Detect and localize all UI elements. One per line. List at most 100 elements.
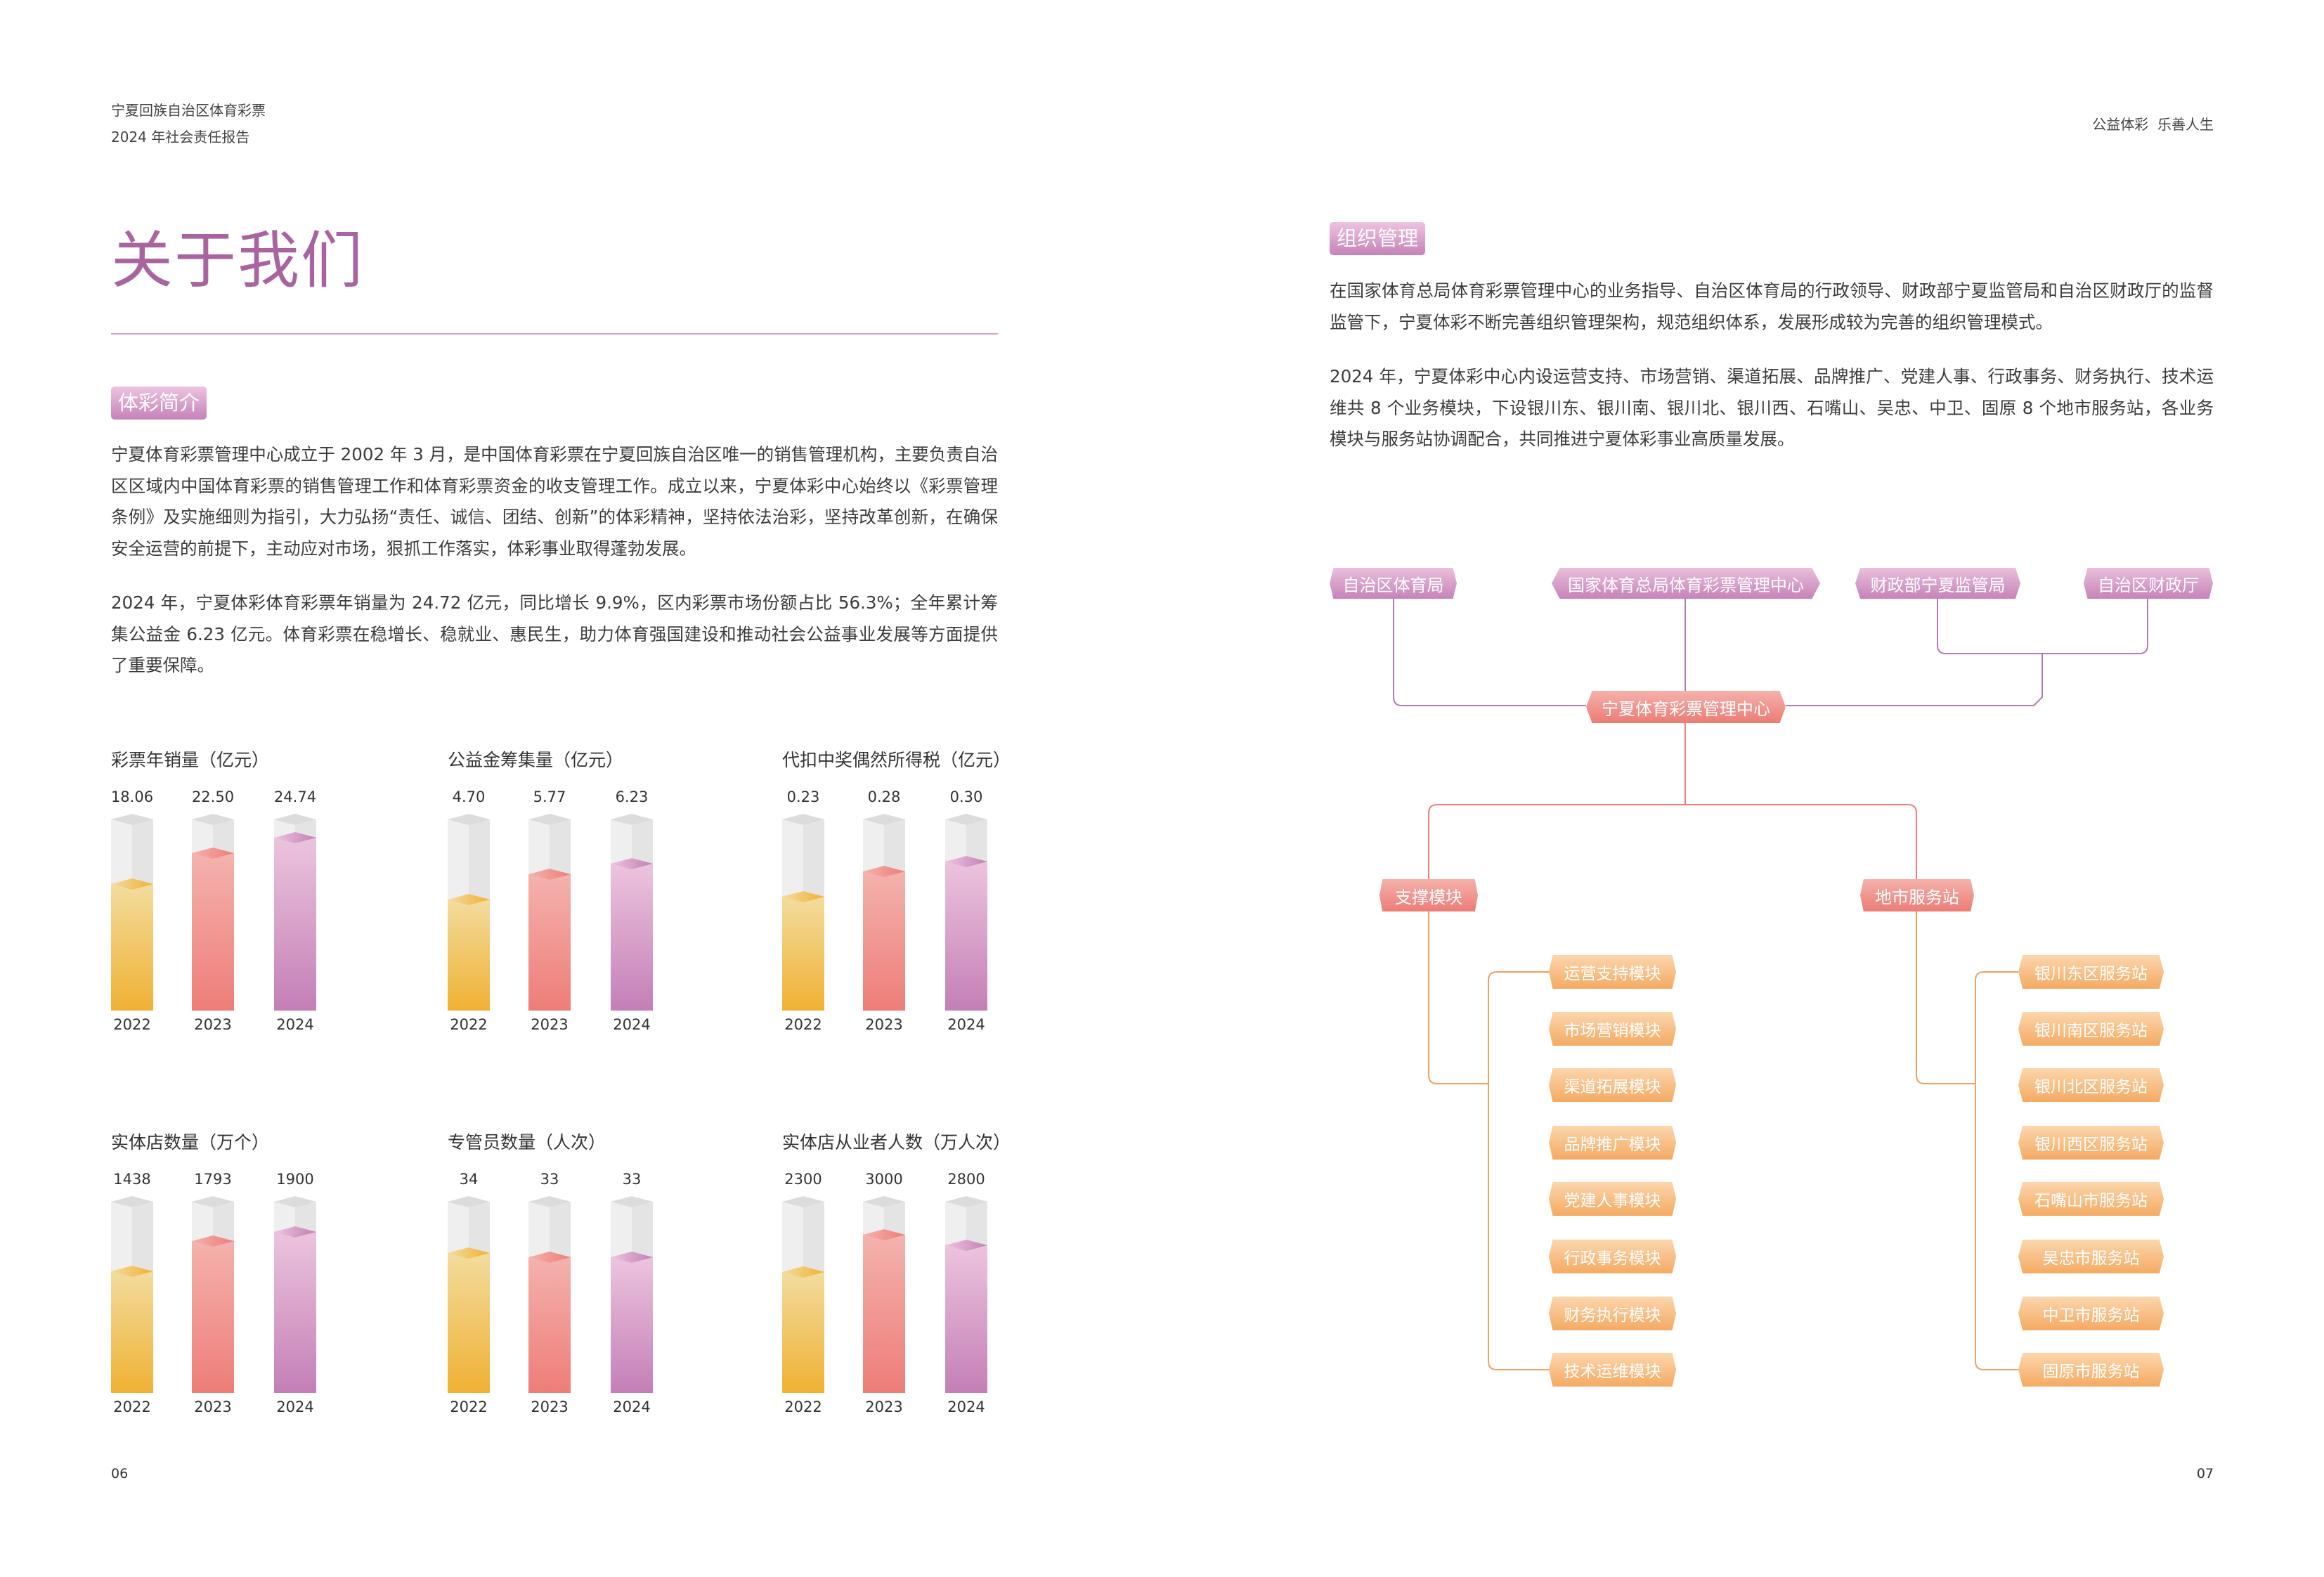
page-title: 关于我们 <box>111 224 365 297</box>
module-node: 品牌推广模块 <box>1549 1126 1676 1160</box>
bar-value-label: 3000 <box>865 1171 903 1188</box>
bar-fill <box>192 853 234 1011</box>
slogan: 公益体彩 乐善人生 <box>2092 116 2214 133</box>
bar-fill <box>274 838 316 1011</box>
connector-modules <box>1488 971 1549 1370</box>
bar-value-label: 18.06 <box>110 788 154 805</box>
station-node: 吴忠市服务站 <box>2018 1240 2164 1273</box>
connector-sports-bureau <box>1393 597 1586 706</box>
bar-value-label: 34 <box>459 1171 479 1188</box>
bar-2023 <box>863 814 905 1011</box>
bar-category-label: 2022 <box>450 1016 488 1033</box>
bar-fill <box>448 1253 490 1393</box>
bar-value-label: 1793 <box>194 1171 232 1188</box>
bar-fill-cap <box>945 1240 987 1251</box>
bar-value-label: 2300 <box>784 1171 822 1188</box>
module-node: 财务执行模块 <box>1549 1297 1676 1330</box>
bar-2023 <box>863 1196 905 1393</box>
supervisor-node: 自治区体育局 <box>1330 568 1457 599</box>
station-node: 银川西区服务站 <box>2018 1126 2164 1160</box>
bar-fill-cap <box>611 858 653 869</box>
bar-category-label: 2024 <box>276 1016 314 1033</box>
bar-2023 <box>192 1196 234 1393</box>
chart-title: 实体店数量（万个） <box>111 1132 270 1153</box>
station-node: 石嘴山市服务站 <box>2018 1182 2164 1216</box>
bar-2024 <box>611 1196 653 1393</box>
module-node: 技术运维模块 <box>1549 1353 1676 1387</box>
bar-fill-cap <box>274 832 316 843</box>
bar-value-label: 0.23 <box>786 788 820 805</box>
bar-fill <box>111 884 153 1011</box>
branch-node-stations: 地市服务站 <box>1860 879 1974 911</box>
module-node: 运营支持模块 <box>1549 955 1676 989</box>
bar-fill <box>782 1272 824 1393</box>
bar-2022 <box>782 814 824 1011</box>
bar-category-label: 2022 <box>450 1398 488 1415</box>
intro-paragraph-2: 2024 年，宁夏体彩体育彩票年销量为 24.72 亿元，同比增长 9.9%，区… <box>111 592 998 675</box>
bar-fill-cap <box>192 848 234 859</box>
bar-fill-cap <box>111 1266 153 1277</box>
bar-2022 <box>448 1196 490 1393</box>
station-node: 银川南区服务站 <box>2018 1012 2164 1046</box>
bar-fill-cap <box>274 1226 316 1238</box>
bar-fill-cap <box>192 1235 234 1247</box>
bar-2024 <box>945 814 987 1011</box>
bar-fill <box>448 900 490 1011</box>
bar-fill <box>863 1235 905 1393</box>
bar-fill <box>945 862 987 1011</box>
bar-2024 <box>274 1196 316 1393</box>
bar-2022 <box>111 814 153 1011</box>
chart-title: 彩票年销量（亿元） <box>111 750 270 770</box>
bar-fill <box>274 1232 316 1393</box>
bar-value-label: 22.50 <box>191 788 235 805</box>
bar-value-label: 6.23 <box>615 788 649 805</box>
title-divider <box>111 333 998 335</box>
bar-fill-cap <box>528 869 571 880</box>
org-paragraph-2: 2024 年，宁夏体彩中心内设运营支持、市场营销、渠道拓展、品牌推广、党建人事、… <box>1330 366 2214 449</box>
bar-value-label: 0.30 <box>949 788 983 805</box>
bar-category-label: 2023 <box>865 1016 903 1033</box>
bar-2024 <box>274 814 316 1011</box>
supervisor-node: 自治区财政厅 <box>2084 568 2213 599</box>
module-node: 行政事务模块 <box>1549 1240 1676 1273</box>
bar-fill <box>528 874 571 1011</box>
bar-2023 <box>528 814 571 1011</box>
station-node: 银川北区服务站 <box>2018 1068 2164 1102</box>
bar-category-label: 2024 <box>613 1016 651 1033</box>
bar-category-label: 2022 <box>784 1016 822 1033</box>
bar-2022 <box>782 1196 824 1393</box>
bar-category-label: 2023 <box>194 1016 232 1033</box>
module-node: 市场营销模块 <box>1549 1012 1676 1046</box>
bar-fill <box>611 1257 653 1393</box>
connector-support <box>1428 911 1488 1084</box>
bar-value-label: 1900 <box>276 1171 314 1188</box>
bar-fill <box>528 1257 571 1393</box>
bar-category-label: 2022 <box>113 1398 151 1415</box>
bar-fill-cap <box>611 1252 653 1263</box>
bar-value-label: 24.74 <box>273 788 317 805</box>
chart-title: 公益金筹集量（亿元） <box>448 750 624 770</box>
bar-2022 <box>111 1196 153 1393</box>
bar-fill-cap <box>782 1266 824 1278</box>
bar-fill-cap <box>448 894 490 905</box>
connector-stations <box>1975 971 2018 1370</box>
bar-fill <box>782 897 824 1011</box>
chart-title: 专管员数量（人次） <box>448 1132 606 1153</box>
bar-category-label: 2023 <box>531 1016 569 1033</box>
bar-fill <box>192 1241 234 1393</box>
bar-category-label: 2024 <box>947 1398 985 1415</box>
bar-category-label: 2022 <box>784 1398 822 1415</box>
bar-value-label: 0.28 <box>867 788 901 805</box>
bar-category-label: 2022 <box>113 1016 151 1033</box>
branch-node-support: 支撑模块 <box>1380 879 1478 911</box>
bar-category-label: 2024 <box>613 1398 651 1415</box>
chart-title: 实体店从业者人数（万人次） <box>782 1132 1011 1153</box>
org-paragraph-1: 在国家体育总局体育彩票管理中心的业务指导、自治区体育局的行政领导、财政部宁夏监管… <box>1330 280 2214 332</box>
bar-value-label: 4.70 <box>452 788 486 805</box>
connector-finance-center <box>1786 654 2043 706</box>
bar-fill <box>111 1271 153 1393</box>
bar-2023 <box>528 1196 571 1393</box>
page-number-right: 07 <box>2196 1466 2214 1481</box>
bar-2022 <box>448 814 490 1011</box>
